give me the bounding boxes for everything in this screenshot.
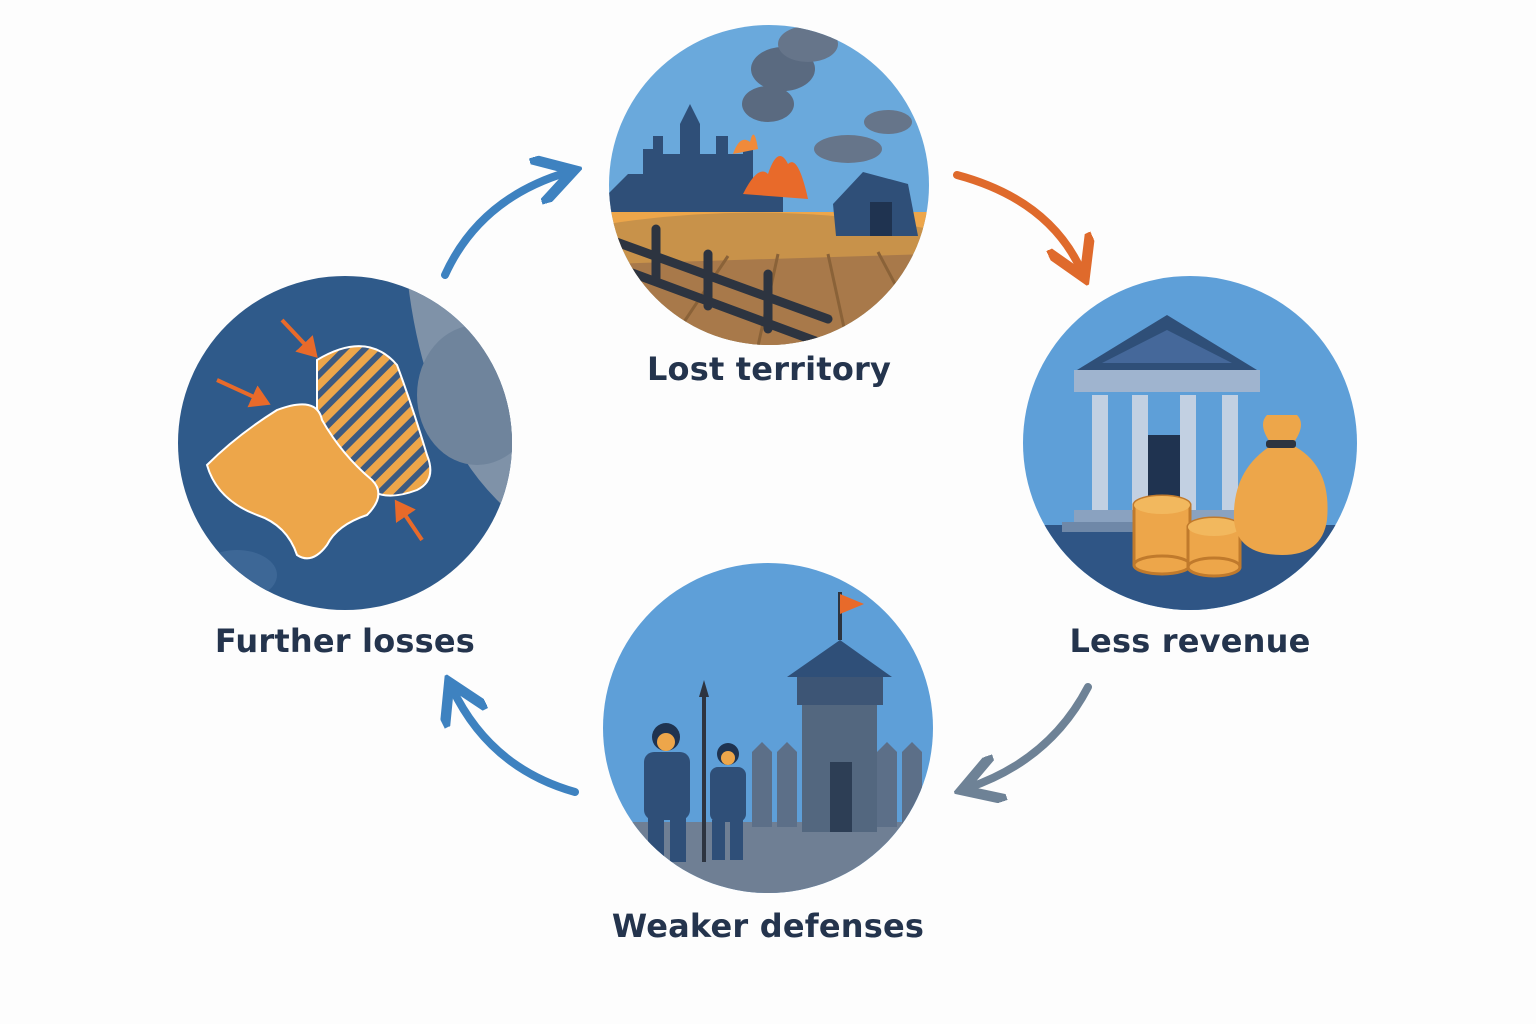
arrow-defenses-to-losses <box>452 688 579 796</box>
lost-territory-label: Lost territory <box>646 350 892 388</box>
weaker-defenses-illustration <box>603 563 933 893</box>
less-revenue-label: Less revenue <box>1069 622 1311 660</box>
further-losses-illustration <box>178 276 512 610</box>
weaker-defenses-label: Weaker defenses <box>611 907 925 945</box>
further-losses-label: Further losses <box>214 622 476 660</box>
arrow-losses-to-territory <box>441 172 568 279</box>
less-revenue-illustration <box>1023 276 1357 610</box>
arrow-territory-to-revenue <box>953 171 1082 272</box>
lost-territory-illustration <box>609 25 929 345</box>
arrow-revenue-to-defenses <box>968 683 1092 788</box>
